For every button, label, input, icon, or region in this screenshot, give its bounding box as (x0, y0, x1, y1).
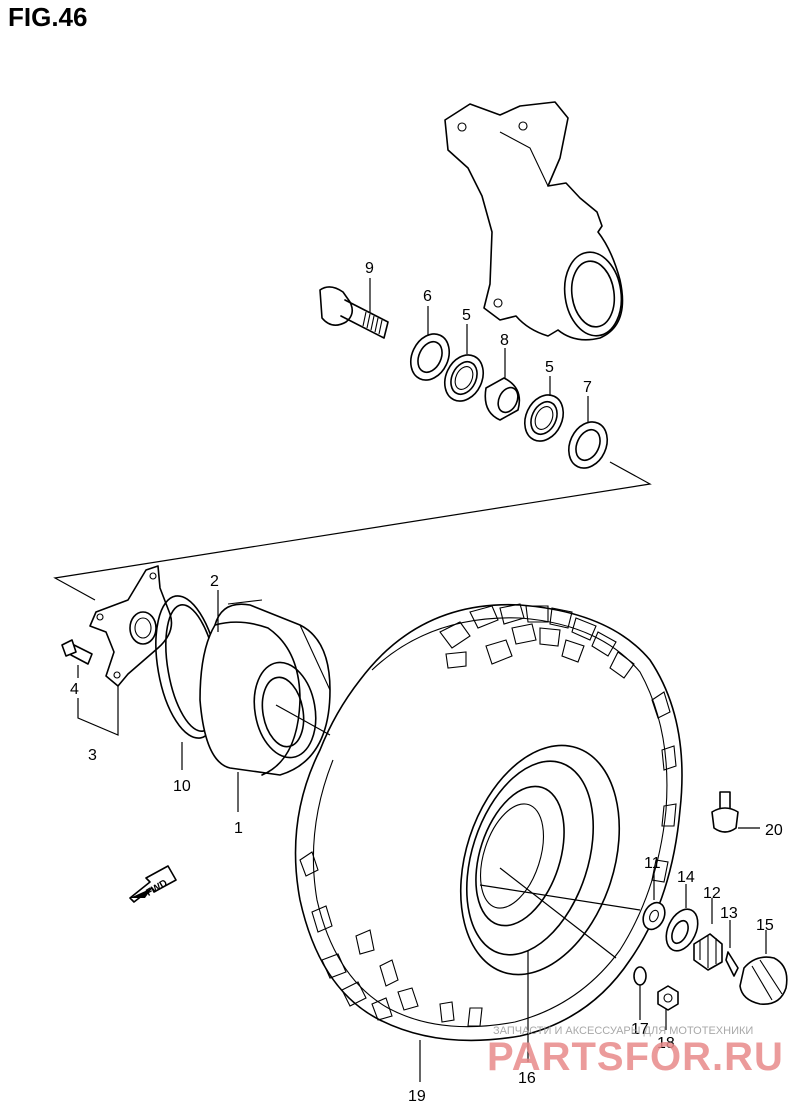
cotter-pin (725, 951, 739, 977)
part-number-1: 1 (234, 820, 243, 837)
part-number-4: 4 (70, 681, 79, 698)
leader-lines (77, 278, 767, 1082)
part-number-20: 20 (765, 822, 783, 839)
part-number-12: 12 (703, 885, 721, 902)
part-number-8: 8 (500, 332, 509, 349)
fwd-direction-arrow: FWD (129, 865, 177, 903)
part-number-6: 6 (423, 288, 432, 305)
hub-cap-washer (665, 908, 699, 952)
part-numbers: 9 6 5 8 5 7 2 4 3 10 1 20 11 14 12 13 15… (70, 260, 783, 1105)
part-number-9: 9 (365, 260, 374, 277)
bearing-lower (523, 394, 565, 442)
lug-washer (633, 966, 647, 986)
figure-title: FIG.46 (8, 2, 88, 32)
tire-valve (711, 791, 739, 833)
part-number-19: 19 (408, 1088, 426, 1105)
wheel-rim (459, 744, 621, 976)
wheel-hub-flange (89, 565, 173, 687)
hub-bolt (61, 639, 93, 665)
assembly-guide-line (53, 461, 652, 601)
hub-cap (739, 956, 788, 1005)
part-number-15: 15 (756, 917, 774, 934)
watermark: ЗАПЧАСТИ И АКСЕССУАРЫ ДЛЯ МОТОТЕХНИКИ PA… (487, 1025, 784, 1079)
castle-nut (693, 933, 723, 971)
lug-nut (657, 985, 679, 1011)
part-number-3: 3 (88, 747, 97, 764)
part-number-7: 7 (583, 379, 592, 396)
washer (642, 901, 666, 931)
oil-seal-upper (409, 333, 451, 381)
part-number-18: 18 (657, 1035, 675, 1052)
spacer (484, 377, 521, 421)
watermark-caption: ЗАПЧАСТИ И АКСЕССУАРЫ ДЛЯ МОТОТЕХНИКИ (493, 1025, 753, 1037)
tire (294, 603, 683, 1042)
part-number-10: 10 (173, 778, 191, 795)
steering-knuckle (444, 101, 624, 341)
leader-3 (77, 686, 119, 736)
watermark-brand: PARTSFOR.RU (487, 1035, 784, 1079)
brake-drum (199, 599, 331, 776)
knuckle-bolt (319, 286, 389, 339)
part-number-5: 5 (545, 359, 554, 376)
part-number-2: 2 (210, 573, 219, 590)
part-number-11: 11 (644, 855, 661, 872)
oil-seal-lower (567, 421, 609, 469)
bearing-upper (443, 354, 485, 402)
part-number-14: 14 (677, 869, 695, 886)
part-number-16: 16 (518, 1070, 536, 1087)
part-number-17: 17 (631, 1021, 649, 1038)
part-number-5: 5 (462, 307, 471, 324)
part-number-13: 13 (720, 905, 738, 922)
